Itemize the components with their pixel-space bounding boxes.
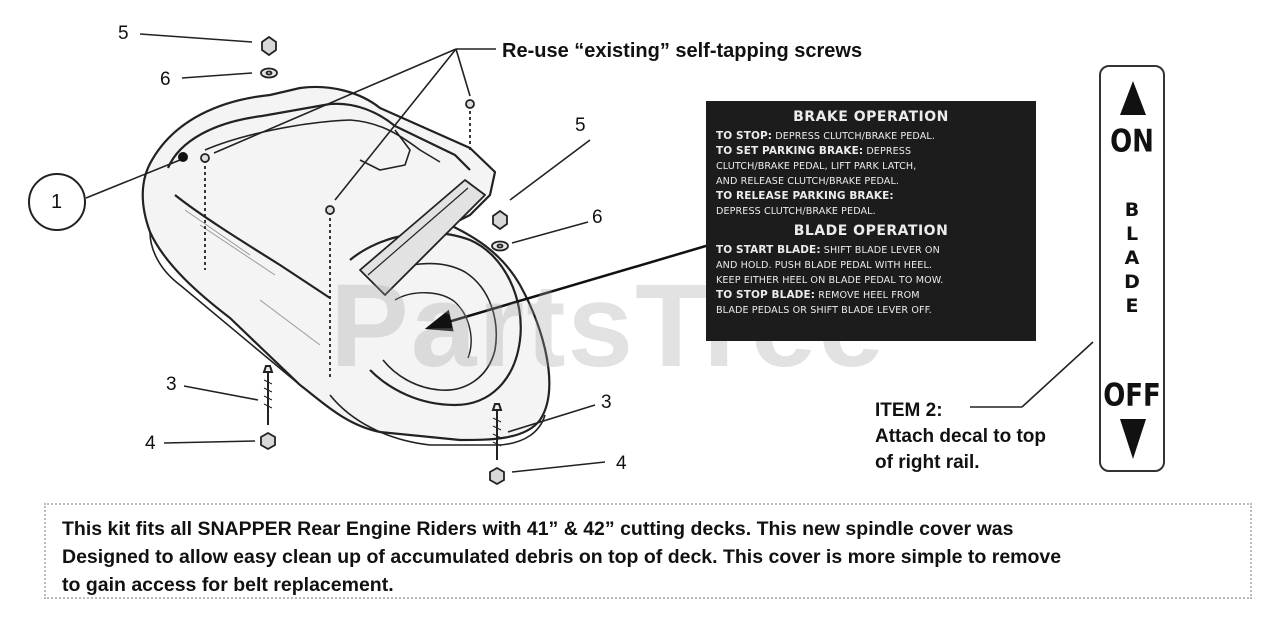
note-line-1: This kit fits all SNAPPER Rear Engine Ri…	[62, 518, 1014, 540]
callout-5-mid: 5	[575, 115, 586, 136]
item2-line2: of right rail.	[875, 452, 980, 473]
callout-6-top: 6	[160, 69, 171, 90]
brake-line-text: CLUTCH/BRAKE PEDAL, LIFT PARK LATCH,	[716, 161, 917, 172]
cover-screws[interactable]	[200, 99, 475, 380]
blade-instructions: TO START BLADE: SHIFT BLADE LEVER ON AND …	[716, 243, 1026, 318]
rail-blade-letter: A	[1124, 247, 1140, 269]
hardware-top-washer[interactable]	[260, 67, 278, 79]
item2-instructions: ITEM 2: Attach decal to top of right rai…	[875, 398, 1046, 476]
blade-line-text: SHIFT BLADE LEVER ON	[820, 245, 940, 256]
brake-line: TO STOP: DEPRESS CLUTCH/BRAKE PEDAL.	[716, 129, 1026, 144]
blade-line: AND HOLD. PUSH BLADE PEDAL WITH HEEL.	[716, 258, 1026, 273]
blade-heading: BLADE OPERATION	[793, 223, 949, 239]
brake-instructions: TO STOP: DEPRESS CLUTCH/BRAKE PEDAL.TO S…	[716, 129, 1026, 219]
brake-line: DEPRESS CLUTCH/BRAKE PEDAL.	[716, 204, 1026, 219]
blade-line: TO STOP BLADE: REMOVE HEEL FROM	[716, 288, 1026, 303]
brake-line-lead: TO STOP:	[716, 130, 773, 142]
blade-line: KEEP EITHER HEEL ON BLADE PEDAL TO MOW.	[716, 273, 1026, 288]
leader-lines	[85, 33, 1094, 473]
rail-on-label: ON	[1110, 124, 1154, 160]
rail-blade-letter: E	[1125, 295, 1139, 317]
blade-line-text: AND HOLD. PUSH BLADE PEDAL WITH HEEL.	[716, 260, 933, 271]
callout-1: 1	[51, 191, 63, 213]
hardware-right-bolt[interactable]	[491, 403, 503, 460]
item1-circle[interactable]	[28, 173, 86, 231]
item1-dot	[178, 152, 188, 162]
brake-line: TO SET PARKING BRAKE: DEPRESS	[716, 144, 1026, 159]
brake-heading: BRAKE OPERATION	[793, 109, 949, 125]
brake-line: CLUTCH/BRAKE PEDAL, LIFT PARK LATCH,	[716, 159, 1026, 174]
item2-title: ITEM 2:	[875, 400, 943, 421]
rail-blade-letter: L	[1125, 223, 1139, 245]
blade-line: TO START BLADE: SHIFT BLADE LEVER ON	[716, 243, 1026, 258]
brake-line-text: AND RELEASE CLUTCH/BRAKE PEDAL.	[716, 176, 900, 187]
arrow-up-icon	[1120, 81, 1146, 115]
brake-line-text: DEPRESS CLUTCH/BRAKE PEDAL.	[716, 206, 876, 217]
blade-line-text: BLADE PEDALS OR SHIFT BLADE LEVER OFF.	[716, 305, 932, 316]
blade-line-lead: TO START BLADE:	[716, 244, 821, 256]
screws-note: Re-use “existing” self-tapping screws	[502, 40, 863, 62]
brake-line-lead: TO RELEASE PARKING BRAKE:	[716, 190, 894, 202]
hardware-top-nut[interactable]	[261, 35, 277, 57]
blade-line-text: REMOVE HEEL FROM	[815, 290, 920, 301]
brake-line: AND RELEASE CLUTCH/BRAKE PEDAL.	[716, 174, 1026, 189]
brake-line-text: DEPRESS CLUTCH/BRAKE PEDAL.	[772, 131, 936, 142]
decal-arrow	[424, 241, 717, 332]
brake-line-text: DEPRESS	[863, 146, 912, 157]
item2-line1: Attach decal to top	[875, 426, 1047, 447]
blade-line-lead: TO STOP BLADE:	[716, 289, 816, 301]
note-line-3: to gain access for belt replacement.	[62, 574, 394, 596]
hardware-left-nut[interactable]	[260, 431, 276, 451]
spindle-cover[interactable]	[141, 85, 551, 446]
hardware-mid-washer[interactable]	[491, 240, 509, 252]
brake-line: TO RELEASE PARKING BRAKE:	[716, 189, 1026, 204]
rail-blade-letter: B	[1124, 199, 1140, 221]
kit-note: This kit fits all SNAPPER Rear Engine Ri…	[44, 503, 1252, 599]
callout-3-right: 3	[601, 392, 612, 413]
callout-6-mid: 6	[592, 207, 603, 228]
blade-line: BLADE PEDALS OR SHIFT BLADE LEVER OFF.	[716, 303, 1026, 318]
rail-off-label: OFF	[1103, 378, 1161, 414]
hardware-mid-nut[interactable]	[492, 209, 508, 231]
arrow-down-icon	[1120, 419, 1146, 459]
note-line-2: Designed to allow easy clean up of accum…	[62, 546, 1062, 568]
hardware-right-nut[interactable]	[489, 466, 505, 486]
callout-4-left: 4	[145, 433, 156, 454]
operation-decal[interactable]: BRAKE OPERATION TO STOP: DEPRESS CLUTCH/…	[706, 101, 1036, 341]
callout-3-left: 3	[166, 374, 177, 395]
callout-4-right: 4	[616, 453, 627, 474]
rail-blade-letter: D	[1124, 271, 1140, 293]
brake-line-lead: TO SET PARKING BRAKE:	[716, 145, 864, 157]
blade-line-text: KEEP EITHER HEEL ON BLADE PEDAL TO MOW.	[716, 275, 944, 286]
callout-5-top: 5	[118, 23, 129, 44]
hardware-left-bolt[interactable]	[262, 365, 274, 425]
